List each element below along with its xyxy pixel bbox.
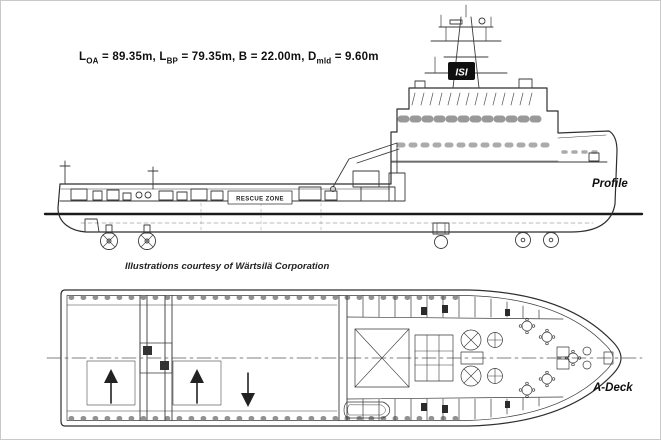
hatch-2	[172, 360, 222, 406]
superstructure-front-bulkhead	[338, 295, 348, 421]
azimuth-thruster-aft-1	[100, 224, 118, 250]
bow-thruster-unit-1	[515, 231, 531, 248]
main-mast	[424, 4, 508, 89]
towing-winch-drums	[460, 329, 503, 387]
dim-text-2: = 89.35m, L	[98, 51, 167, 63]
underwater-gear	[84, 218, 559, 250]
direction-arrows	[104, 369, 255, 407]
gantry-center-box	[139, 342, 173, 374]
dim-text-4: = 9.60m	[331, 51, 379, 63]
equipment-blocks	[421, 305, 510, 413]
anchor-pocket	[588, 152, 600, 162]
dim-sub-bp: BP	[166, 56, 179, 66]
dim-sub-mld: mld	[316, 56, 332, 66]
accommodation-layout	[343, 295, 614, 421]
deck-lines	[59, 134, 608, 232]
a-deck-view-label: A-Deck	[593, 382, 633, 394]
bow-thruster-unit-2	[543, 231, 559, 248]
dim-text-1: L	[79, 51, 87, 63]
a-deck-plan-drawing	[46, 289, 643, 427]
azimuth-thruster-aft-2	[138, 224, 156, 250]
cabin-partitions-top	[362, 295, 540, 319]
superstructure	[396, 78, 605, 162]
rescue-boat	[343, 401, 391, 419]
bridge-wing-box	[414, 80, 426, 89]
radar-scanner	[449, 19, 463, 25]
rescue-zone-marking: RESCUE ZONE	[227, 190, 293, 205]
cargo-deck-markings	[66, 295, 348, 421]
profile-drawing: ISI	[43, 4, 644, 250]
aft-deckhouse-box	[518, 78, 533, 89]
wheelhouse-windows	[411, 92, 533, 106]
funnel-logo: ISI	[448, 62, 475, 80]
corridor-lines	[346, 316, 564, 400]
bow-roller	[603, 351, 614, 365]
credit-line: Illustrations courtesy of Wärtsilä Corpo…	[125, 261, 330, 272]
dim-text-3: = 79.35m, B = 22.00m, D	[178, 51, 317, 63]
hull-outline	[57, 87, 618, 233]
dimensions-line: LOA = 89.35m, LBP = 79.35m, B = 22.00m, …	[79, 51, 379, 65]
rescue-zone-text: RESCUE ZONE	[236, 197, 284, 203]
retractable-thruster	[432, 222, 450, 249]
hatch-1	[86, 360, 136, 406]
deck-crane	[330, 142, 406, 202]
deck-outline-outer	[60, 289, 622, 427]
mess-tables	[518, 317, 582, 399]
machinery-space	[354, 328, 484, 388]
dim-sub-oa: OA	[86, 56, 99, 66]
aft-deck-equipment	[59, 160, 338, 201]
skeg	[84, 218, 100, 233]
profile-view-label: Profile	[592, 178, 628, 190]
mooring-gear	[556, 346, 614, 370]
dome-antenna	[478, 17, 486, 25]
funnel-logo-text: ISI	[455, 68, 467, 79]
